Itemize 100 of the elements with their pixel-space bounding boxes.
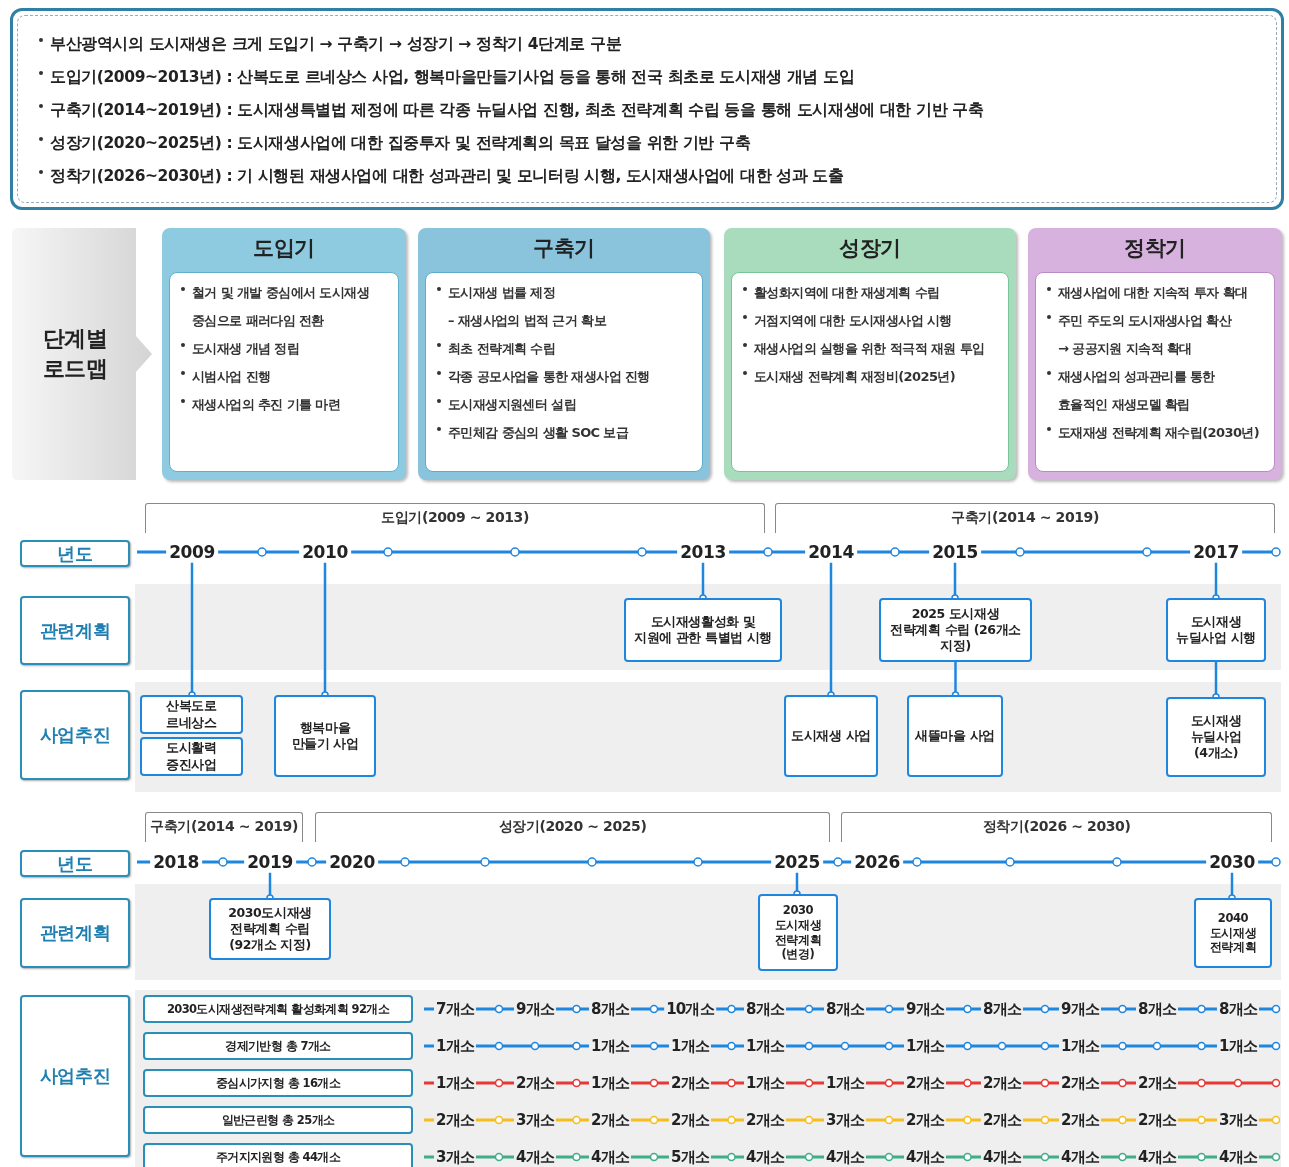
summary-line: 부산광역시의 도시재생은 크게 도입기 → 구축기 → 성장기 → 정착기 4단계로 구분 <box>36 28 1258 61</box>
bullet-item: 철거 및 개발 중심에서 도시재생 중심으로 패러다임 전환 <box>178 279 390 335</box>
count-label: 10개소 <box>664 999 716 1019</box>
bullet-item: 도재재생 전략계획 재수립(2030년) <box>1044 419 1266 447</box>
count-label: 4개소 <box>589 1147 631 1167</box>
count-label: 2개소 <box>1059 1073 1101 1093</box>
row-label: 사업추진 <box>20 995 130 1157</box>
plan-box: 도시재생활성화 및 지원에 관한 특별법 시행 <box>624 598 782 662</box>
count-label: 1개소 <box>589 1073 631 1093</box>
count-label: 1개소 <box>744 1073 786 1093</box>
count-label: 4개소 <box>514 1147 556 1167</box>
category-box: 주거지지원형 총 44개소 <box>143 1143 413 1167</box>
summary-line: 도입기(2009~2013년) : 산복도로 르네상스 사업, 행복마을만들기사업 등을 통해 전국 최초로 도시재생 개념 도입 <box>36 61 1258 94</box>
bullet-item: 거점지역에 대한 도시재생사업 시행 <box>740 307 1000 335</box>
count-label: 2개소 <box>904 1110 946 1130</box>
card-heading: 정착기 <box>1123 235 1187 262</box>
plan-box: 2025 도시재생 전략계획 수립 (26개소 지정) <box>879 598 1032 662</box>
count-label: 2개소 <box>669 1110 711 1130</box>
bullet-item: 활성화지역에 대한 재생계획 수립 <box>740 279 1000 307</box>
count-label: 1개소 <box>1217 1036 1259 1056</box>
count-label: 4개소 <box>981 1147 1023 1167</box>
bullet-item: 시범사업 진행 <box>178 363 390 391</box>
row-label: 사업추진 <box>20 690 130 780</box>
count-label: 8개소 <box>981 999 1023 1019</box>
count-label: 4개소 <box>904 1147 946 1167</box>
phase-card <box>418 228 710 480</box>
plan-box: 행복마을 만들기 사업 <box>274 695 376 777</box>
count-label: 8개소 <box>589 999 631 1019</box>
bullet-item: – 재생사업의 법적 근거 확보 <box>447 312 608 330</box>
count-label: 9개소 <box>904 999 946 1019</box>
roadmap-label-panel <box>12 228 152 480</box>
period-bracket <box>145 503 765 533</box>
period-label: 구축기(2014 ~ 2019) <box>950 509 1100 527</box>
category-box: 중심시가지형 총 16개소 <box>143 1069 413 1097</box>
plan-box: 도시재생 뉴딜사업 시행 <box>1166 598 1266 662</box>
plan-box: 새뜰마을 사업 <box>907 695 1003 777</box>
count-label: 1개소 <box>589 1036 631 1056</box>
period-bracket <box>145 812 303 842</box>
card-heading: 구축기 <box>532 235 596 262</box>
count-label: 1개소 <box>744 1036 786 1056</box>
period-label: 구축기(2014 ~ 2019) <box>149 818 299 836</box>
plan-box: 산복도로 르네상스 <box>140 695 243 734</box>
count-label: 1개소 <box>1059 1036 1101 1056</box>
count-label: 7개소 <box>434 999 476 1019</box>
count-label: 1개소 <box>434 1073 476 1093</box>
bullet-item: → 공공지원 지속적 확대 <box>1057 340 1193 358</box>
count-label: 2개소 <box>904 1073 946 1093</box>
summary-line: 구축기(2014~2019년) : 도시재생특별법 제정에 따른 각종 뉴딜사업 진행, 최초 전략계획 수립 등을 통해 도시재생에 대한 기반 구축 <box>36 94 1258 127</box>
period-label: 도입기(2009 ~ 2013) <box>380 509 530 527</box>
bullet-item: 재생사업의 성과관리를 통한 효율적인 재생모델 확립 <box>1044 363 1266 419</box>
category-box: 경제기반형 총 7개소 <box>143 1032 413 1060</box>
count-label: 4개소 <box>824 1147 866 1167</box>
count-label: 9개소 <box>1059 999 1101 1019</box>
count-label: 8개소 <box>1217 999 1259 1019</box>
bullet-item: 도시재생 법률 제정 <box>434 279 694 307</box>
count-label: 3개소 <box>824 1110 866 1130</box>
count-label: 4개소 <box>1217 1147 1259 1167</box>
count-label: 2개소 <box>1136 1110 1178 1130</box>
period-bracket <box>841 812 1272 842</box>
summary-line: 정착기(2026~2030년) : 기 시행된 재생사업에 대한 성과관리 및 모니터링 시행, 도시재생사업에 대한 성과 도출 <box>36 160 1258 193</box>
count-label: 8개소 <box>824 999 866 1019</box>
plan-box: 도시재생 사업 <box>784 695 878 777</box>
plan-box: 2040 도시재생 전략계획 <box>1194 898 1272 968</box>
count-label: 9개소 <box>514 999 556 1019</box>
count-label: 5개소 <box>669 1147 711 1167</box>
count-label: 1개소 <box>824 1073 866 1093</box>
bullet-item: 도시재생지원센터 설립 <box>434 391 694 419</box>
period-label: 정착기(2026 ~ 2030) <box>981 818 1132 836</box>
bullet-item: 각종 공모사업을 통한 재생사업 진행 <box>434 363 694 391</box>
plan-box: 도시활력 증진사업 <box>140 737 243 776</box>
count-label: 3개소 <box>514 1110 556 1130</box>
count-label: 1개소 <box>904 1036 946 1056</box>
row-label: 관련계획 <box>20 596 130 665</box>
count-label: 2개소 <box>981 1073 1023 1093</box>
summary-line: 성장기(2020~2025년) : 도시재생사업에 대한 집중투자 및 전략계획의 목표 달성을 위한 기반 구축 <box>36 127 1258 160</box>
count-label: 8개소 <box>1136 999 1178 1019</box>
period-bracket <box>775 503 1275 533</box>
count-label: 4개소 <box>1136 1147 1178 1167</box>
count-label: 4개소 <box>744 1147 786 1167</box>
count-label: 2개소 <box>589 1110 631 1130</box>
period-bracket <box>315 812 830 842</box>
bullet-item: 도시재생 개념 정립 <box>178 335 390 363</box>
bullet-item: 재생사업의 추진 기틀 마련 <box>178 391 390 419</box>
phase-card <box>162 228 406 480</box>
bullet-item: 주민 주도의 도시재생사업 확산 <box>1044 307 1266 335</box>
row-label: 년도 <box>20 850 130 877</box>
plan-box: 2030 도시재생 전략계획 (변경) <box>758 894 838 971</box>
plan-box: 도시재생 뉴딜사업 (4개소) <box>1166 697 1266 777</box>
count-label: 2개소 <box>669 1073 711 1093</box>
row-label: 년도 <box>20 540 130 567</box>
bullet-item: 재생사업에 대한 지속적 투자 확대 <box>1044 279 1266 307</box>
count-label: 2개소 <box>1136 1073 1178 1093</box>
card-heading: 도입기 <box>252 235 316 262</box>
count-label: 3개소 <box>1217 1110 1259 1130</box>
count-label: 1개소 <box>434 1036 476 1056</box>
count-label: 2개소 <box>514 1073 556 1093</box>
bullet-item: 도시재생 전략계획 재정비(2025년) <box>740 363 1000 391</box>
count-label: 2개소 <box>744 1110 786 1130</box>
bullet-item: 최초 전략계획 수립 <box>434 335 694 363</box>
period-label: 성장기(2020 ~ 2025) <box>497 818 648 836</box>
